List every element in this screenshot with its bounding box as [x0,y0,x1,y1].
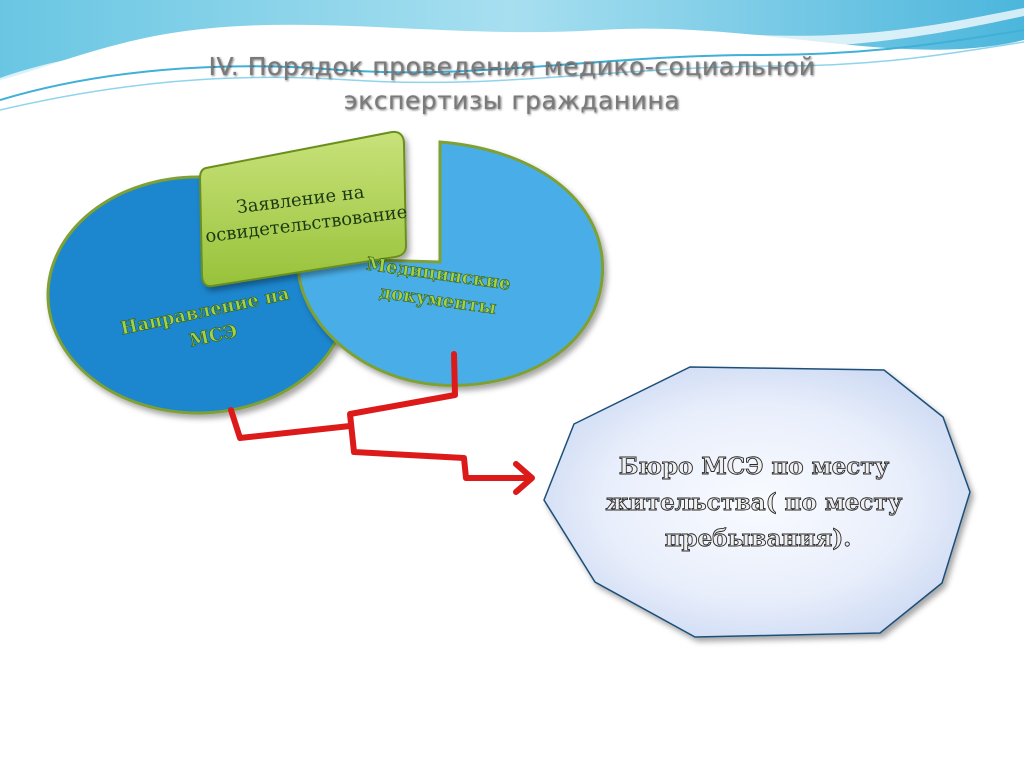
slide-title-line-1: IV. Порядок проведения медико-социальной [208,52,816,81]
header-wave [0,0,1024,111]
connector-arrow [228,351,535,495]
octagon-label: Бюро МСЭ по месту жительства( по месту п… [606,453,911,552]
octagon [543,366,971,638]
slide-title-line-2: экспертизы гражданина [343,86,681,115]
green-box [198,130,408,288]
right-shape [296,140,605,387]
